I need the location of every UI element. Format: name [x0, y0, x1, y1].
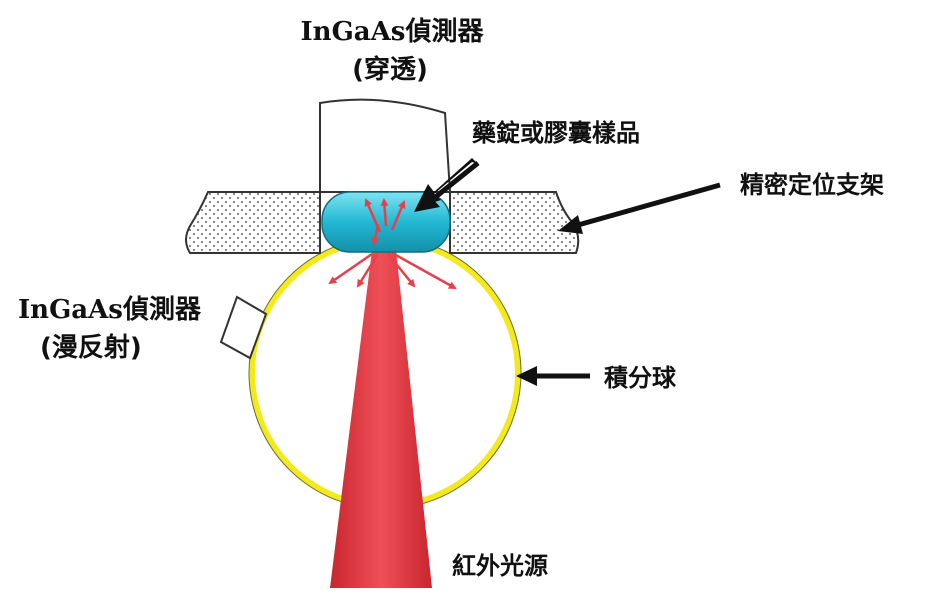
holder-right-plate	[449, 191, 580, 254]
holder-label: 精密定位支架	[740, 171, 884, 199]
detector-left-name: InGaAs	[18, 295, 123, 325]
scatter-arrow	[380, 198, 389, 227]
arrow-to-holder-shaft	[577, 182, 721, 228]
sample-label: 藥錠或膠囊樣品	[471, 119, 640, 147]
scattered-light-arrows	[328, 198, 457, 290]
scatter-arrow	[371, 223, 380, 246]
detector-left-suffix: 偵測器	[122, 295, 202, 325]
transmission-detector	[319, 98, 452, 193]
detector-top-mode: (穿透)	[352, 54, 428, 85]
source-label: 紅外光源	[452, 552, 548, 580]
detector-top-title: InGaAs偵測器	[301, 17, 485, 47]
detector-left-mode: (漫反射)	[40, 333, 142, 363]
sphere-label: 積分球	[604, 364, 677, 392]
diffuse-detector-box	[219, 295, 268, 360]
arrow-to-sample-head	[414, 190, 440, 212]
scatter-arrow	[328, 252, 373, 285]
scatter-arrow	[387, 253, 416, 288]
arrow-to-sample	[416, 158, 478, 208]
arrow-to-sample-shaft	[426, 161, 480, 205]
callout-arrows	[414, 158, 721, 386]
scatter-arrow	[393, 252, 457, 290]
detector-top-name: InGaAs	[301, 17, 406, 47]
scatter-arrow	[390, 200, 406, 231]
holder-left-plate	[185, 191, 321, 254]
scatter-arrow	[356, 253, 380, 288]
detector-left-title: InGaAs偵測器	[18, 295, 202, 325]
detector-top-suffix: 偵測器	[404, 17, 484, 47]
arrow-to-sphere-head	[516, 366, 537, 386]
arrow-to-holder-head	[558, 215, 583, 234]
infrared-beam	[330, 250, 432, 588]
